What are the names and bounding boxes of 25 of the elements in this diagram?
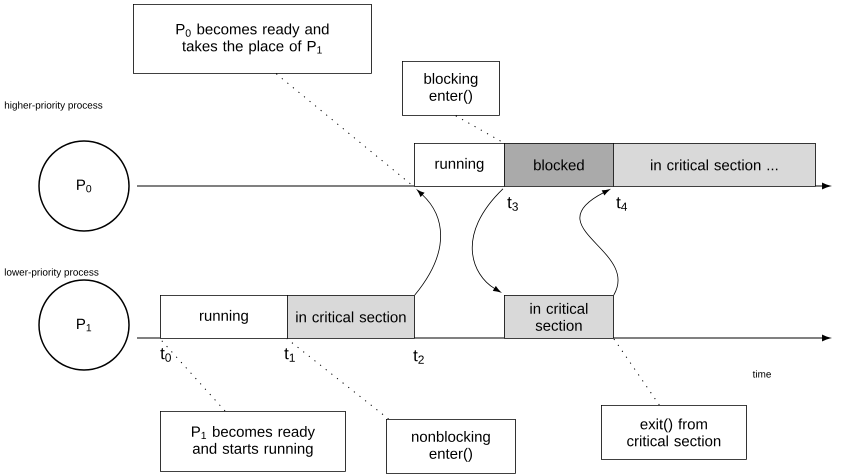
state-box: running bbox=[160, 295, 288, 339]
time-label: t$_{1}$ bbox=[284, 348, 295, 362]
leader-line bbox=[613, 338, 660, 406]
arrow bbox=[579, 189, 618, 296]
time-label: t$_{4}$ bbox=[616, 197, 628, 211]
leader-line bbox=[160, 338, 226, 412]
callout-box: exit() from critical section bbox=[601, 405, 747, 460]
arrow bbox=[472, 188, 504, 292]
state-box: running bbox=[414, 143, 505, 187]
time-label: t$_{0}$ bbox=[160, 348, 171, 362]
callout-box: P$_{0}$ becomes ready and takes the place of P$_{1}$ bbox=[133, 4, 372, 74]
leader-line bbox=[286, 338, 390, 420]
time-label: t$_{3}$ bbox=[507, 197, 518, 211]
axis-label: time bbox=[752, 370, 771, 378]
state-box: blocked bbox=[504, 143, 614, 187]
state-box: in critical section bbox=[287, 295, 415, 339]
callout-box: nonblocking enter() bbox=[386, 419, 516, 474]
time-label: t$_{2}$ bbox=[413, 350, 424, 364]
callout-box: blocking enter() bbox=[402, 61, 500, 116]
callout-box: P$_{1}$ becomes ready and starts running bbox=[160, 411, 346, 472]
process-label: higher-priority process bbox=[4, 101, 102, 111]
state-box: in critical section ... bbox=[613, 143, 816, 187]
process-label: lower-priority process bbox=[4, 268, 98, 278]
state-box: in critical section bbox=[504, 295, 614, 339]
arrow bbox=[414, 190, 442, 296]
